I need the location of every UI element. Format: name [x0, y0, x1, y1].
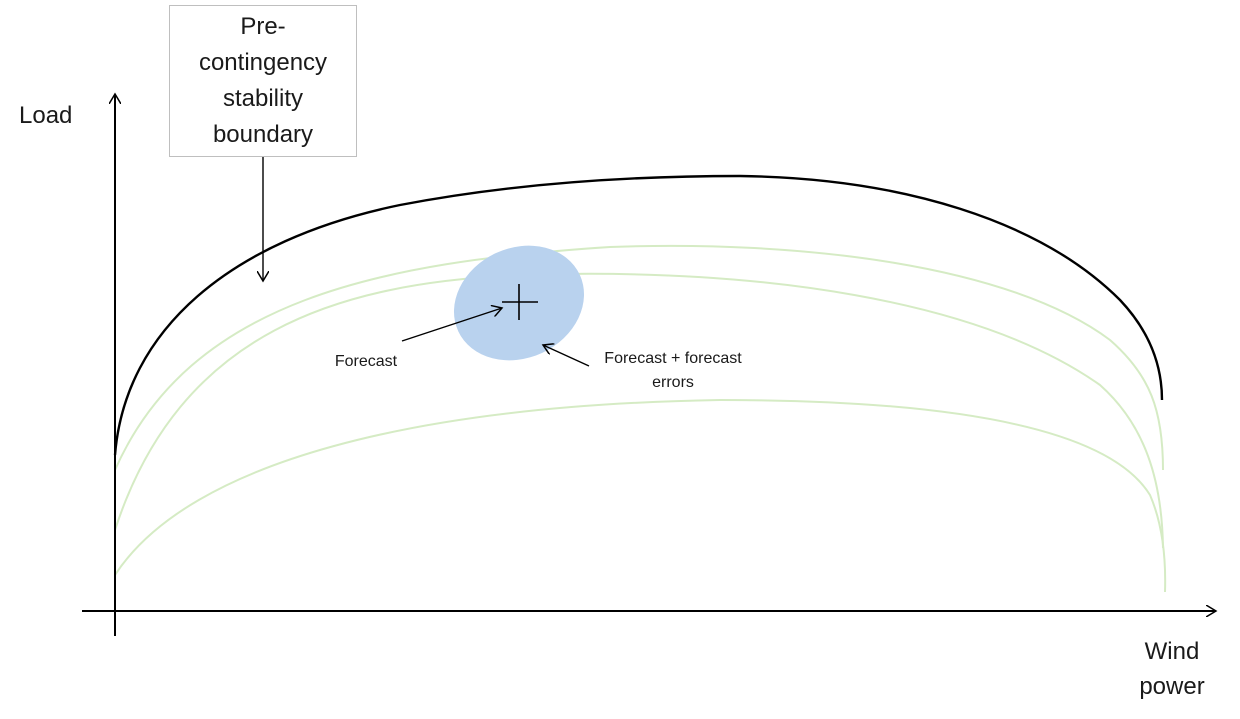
- y-axis-label: Load: [19, 102, 72, 129]
- stability-boundary-curve: [113, 174, 1164, 456]
- x-axis-label-line2: power: [1139, 673, 1204, 700]
- scenario-curve-3: [114, 398, 1167, 593]
- forecast-arrow: [401, 308, 502, 342]
- forecast-label: Forecast: [335, 353, 398, 370]
- scenario-curve-2: [114, 272, 1164, 549]
- scenario-curve-1: [114, 244, 1164, 471]
- callout-text: Pre- contingency stability boundary: [198, 13, 328, 148]
- forecast-errors-label-line2: errors: [652, 374, 694, 391]
- forecast-errors-arrow: [543, 345, 590, 367]
- forecast-errors-label-line1: Forecast + forecast: [604, 350, 742, 367]
- x-axis-label-line1: Wind: [1145, 638, 1200, 665]
- forecast-point-marker: [502, 284, 538, 320]
- stability-boundary-callout: Pre- contingency stability boundary: [169, 5, 357, 157]
